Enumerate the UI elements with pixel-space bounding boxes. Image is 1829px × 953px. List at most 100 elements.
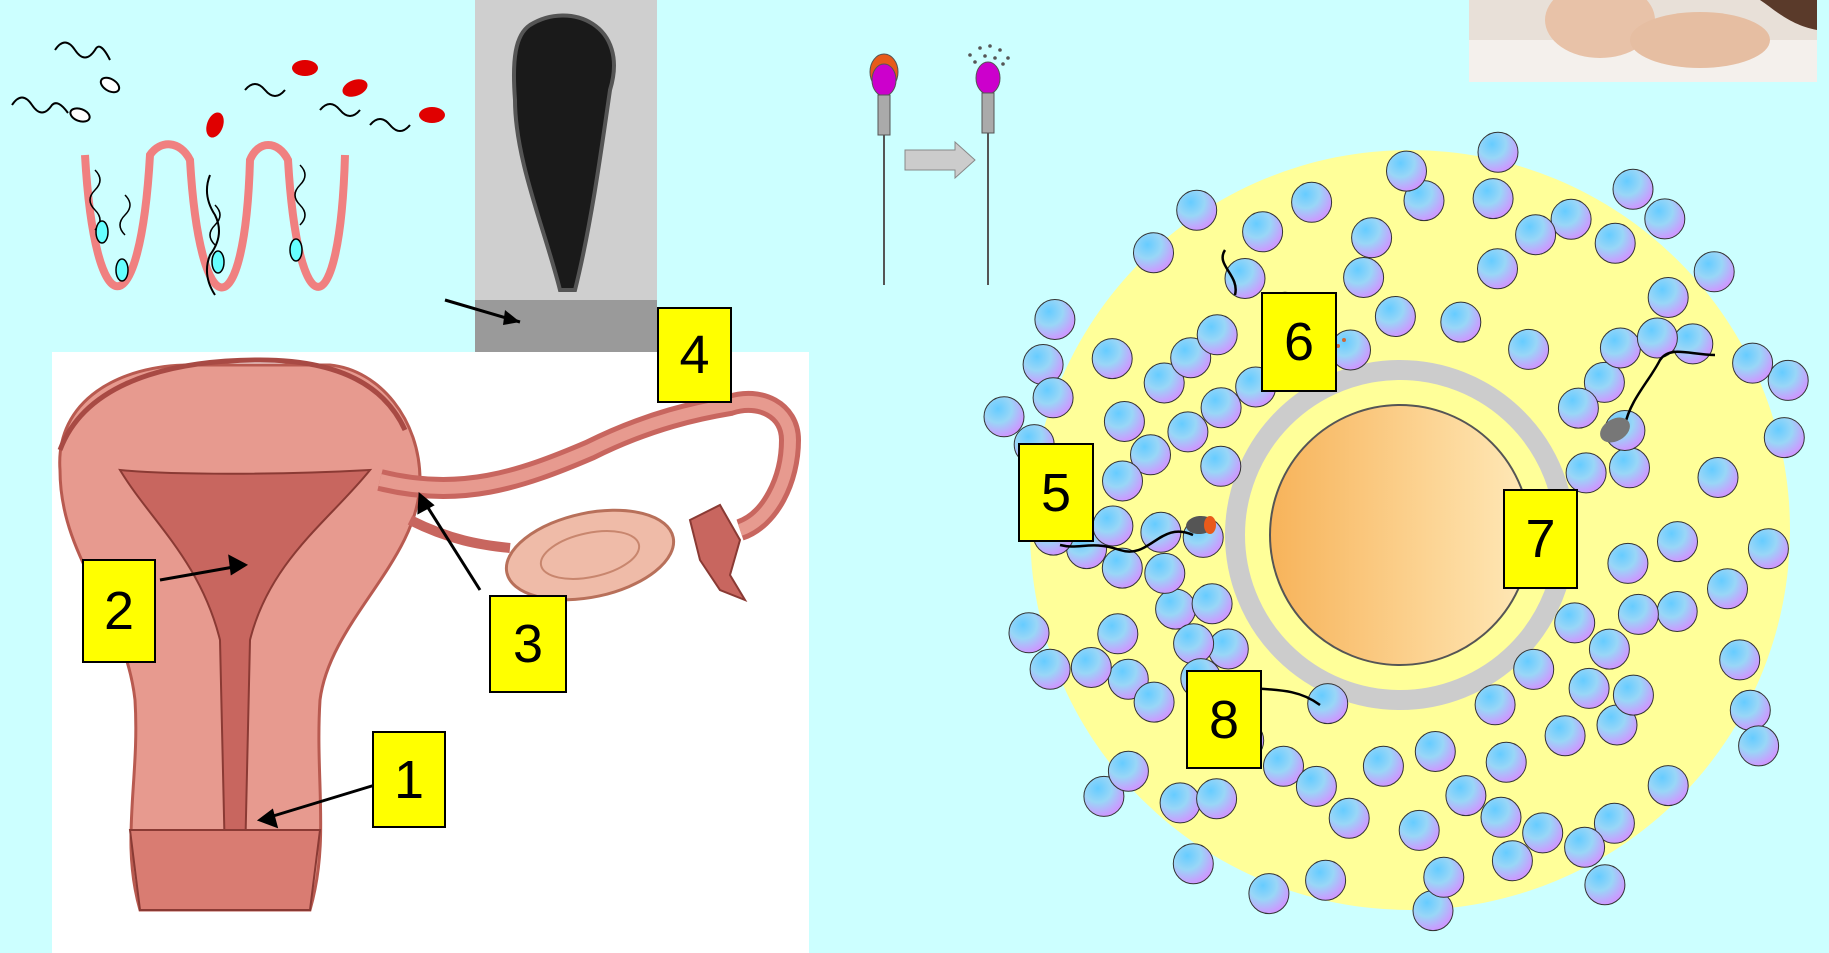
corona-cell: [1694, 252, 1734, 292]
corona-cell: [1084, 776, 1124, 816]
corona-cell: [1156, 589, 1196, 629]
corona-cell: [1613, 169, 1653, 209]
corona-cell: [1473, 179, 1513, 219]
corona-cell: [1605, 411, 1645, 451]
corona-cell: [1589, 629, 1629, 669]
corona-cell: [1296, 766, 1336, 806]
corona-cell: [1415, 732, 1455, 772]
corona-cell: [1023, 345, 1063, 385]
corona-cell: [1108, 751, 1148, 791]
corona-cell: [1413, 891, 1453, 931]
corona-cell: [1225, 259, 1265, 299]
corona-cell: [1174, 624, 1214, 664]
label-2: 2: [82, 559, 156, 663]
corona-cell: [1201, 446, 1241, 486]
corona-cell: [1608, 543, 1648, 583]
corona-cell: [1243, 212, 1283, 252]
corona-cell: [1645, 199, 1685, 239]
corona-cell: [1308, 684, 1348, 724]
corona-cell: [1475, 685, 1515, 725]
corona-cell: [1566, 453, 1606, 493]
corona-cell: [1478, 132, 1518, 172]
corona-cell: [1569, 668, 1609, 708]
corona-cell: [1594, 803, 1634, 843]
corona-cell: [1637, 318, 1677, 358]
corona-cell: [1610, 448, 1650, 488]
corona-cell: [1183, 517, 1223, 557]
corona-cell: [1131, 435, 1171, 475]
corona-cell: [1292, 182, 1332, 222]
corona-cell: [1093, 506, 1133, 546]
corona-cell: [1071, 648, 1111, 688]
corona-cell: [1648, 766, 1688, 806]
corona-cell: [1009, 613, 1049, 653]
corona-cell: [1424, 857, 1464, 897]
corona-cell: [1492, 841, 1532, 881]
corona-cell: [1618, 594, 1658, 634]
corona-cell: [1720, 640, 1760, 680]
corona-cell: [1092, 339, 1132, 379]
corona-cell: [1306, 860, 1346, 900]
corona-cell: [1168, 412, 1208, 452]
corona-cell: [1658, 522, 1698, 562]
corona-cell: [1516, 215, 1556, 255]
corona-cell: [1363, 746, 1403, 786]
corona-cell: [1597, 705, 1637, 745]
corona-cell: [1177, 190, 1217, 230]
corona-cell: [1197, 779, 1237, 819]
corona-cell: [1264, 746, 1304, 786]
corona-cell: [1558, 388, 1598, 428]
corona-cell: [1768, 360, 1808, 400]
corona-cell: [1329, 798, 1369, 838]
corona-cell: [1134, 682, 1174, 722]
corona-cell: [1698, 458, 1738, 498]
corona-cell: [1509, 329, 1549, 369]
corona-cell: [1030, 649, 1070, 689]
corona-cell: [1584, 362, 1624, 402]
corona-cell: [1387, 151, 1427, 191]
corona-cell: [1673, 324, 1713, 364]
corona-cell: [1657, 592, 1697, 632]
corona-cell: [1375, 297, 1415, 337]
corona-cell: [1523, 813, 1563, 853]
corona-cell: [1446, 776, 1486, 816]
corona-cell: [1144, 363, 1184, 403]
corona-cell: [1208, 629, 1248, 669]
corona-cell: [1108, 659, 1148, 699]
corona-cell: [1441, 302, 1481, 342]
corona-cell: [1600, 328, 1640, 368]
corona-cell: [1033, 378, 1073, 418]
corona-cell: [1192, 584, 1232, 624]
label-8: 8: [1186, 670, 1262, 769]
label-1: 1: [372, 731, 446, 828]
corona-cell: [1481, 797, 1521, 837]
corona-cell: [1104, 402, 1144, 442]
corona-cell: [1141, 512, 1181, 552]
label-5: 5: [1018, 443, 1094, 542]
corona-cell: [1098, 614, 1138, 654]
corona-cell: [1145, 553, 1185, 593]
corona-cell: [1613, 675, 1653, 715]
corona-cell: [1478, 249, 1518, 289]
corona-cell: [1648, 278, 1688, 318]
corona-cell: [1102, 548, 1142, 588]
corona-cell: [1035, 300, 1075, 340]
corona-cell: [1551, 199, 1591, 239]
corona-cell: [1344, 258, 1384, 298]
corona-cell: [1103, 461, 1143, 501]
corona-cell: [984, 397, 1024, 437]
label-4: 4: [657, 307, 732, 403]
label-3: 3: [489, 595, 567, 693]
cervical-crypts-icon: [0, 0, 460, 330]
corona-cell: [1486, 742, 1526, 782]
label-7: 7: [1503, 489, 1578, 589]
sperm-group-free: [12, 43, 445, 296]
corona-cell: [1739, 726, 1779, 766]
corona-cell: [1399, 810, 1439, 850]
corona-cell: [1514, 649, 1554, 689]
corona-cell: [1733, 343, 1773, 383]
corona-cell: [1160, 783, 1200, 823]
corona-cell: [1730, 690, 1770, 730]
corona-cells: [984, 132, 1808, 930]
corona-cell: [1764, 418, 1804, 458]
